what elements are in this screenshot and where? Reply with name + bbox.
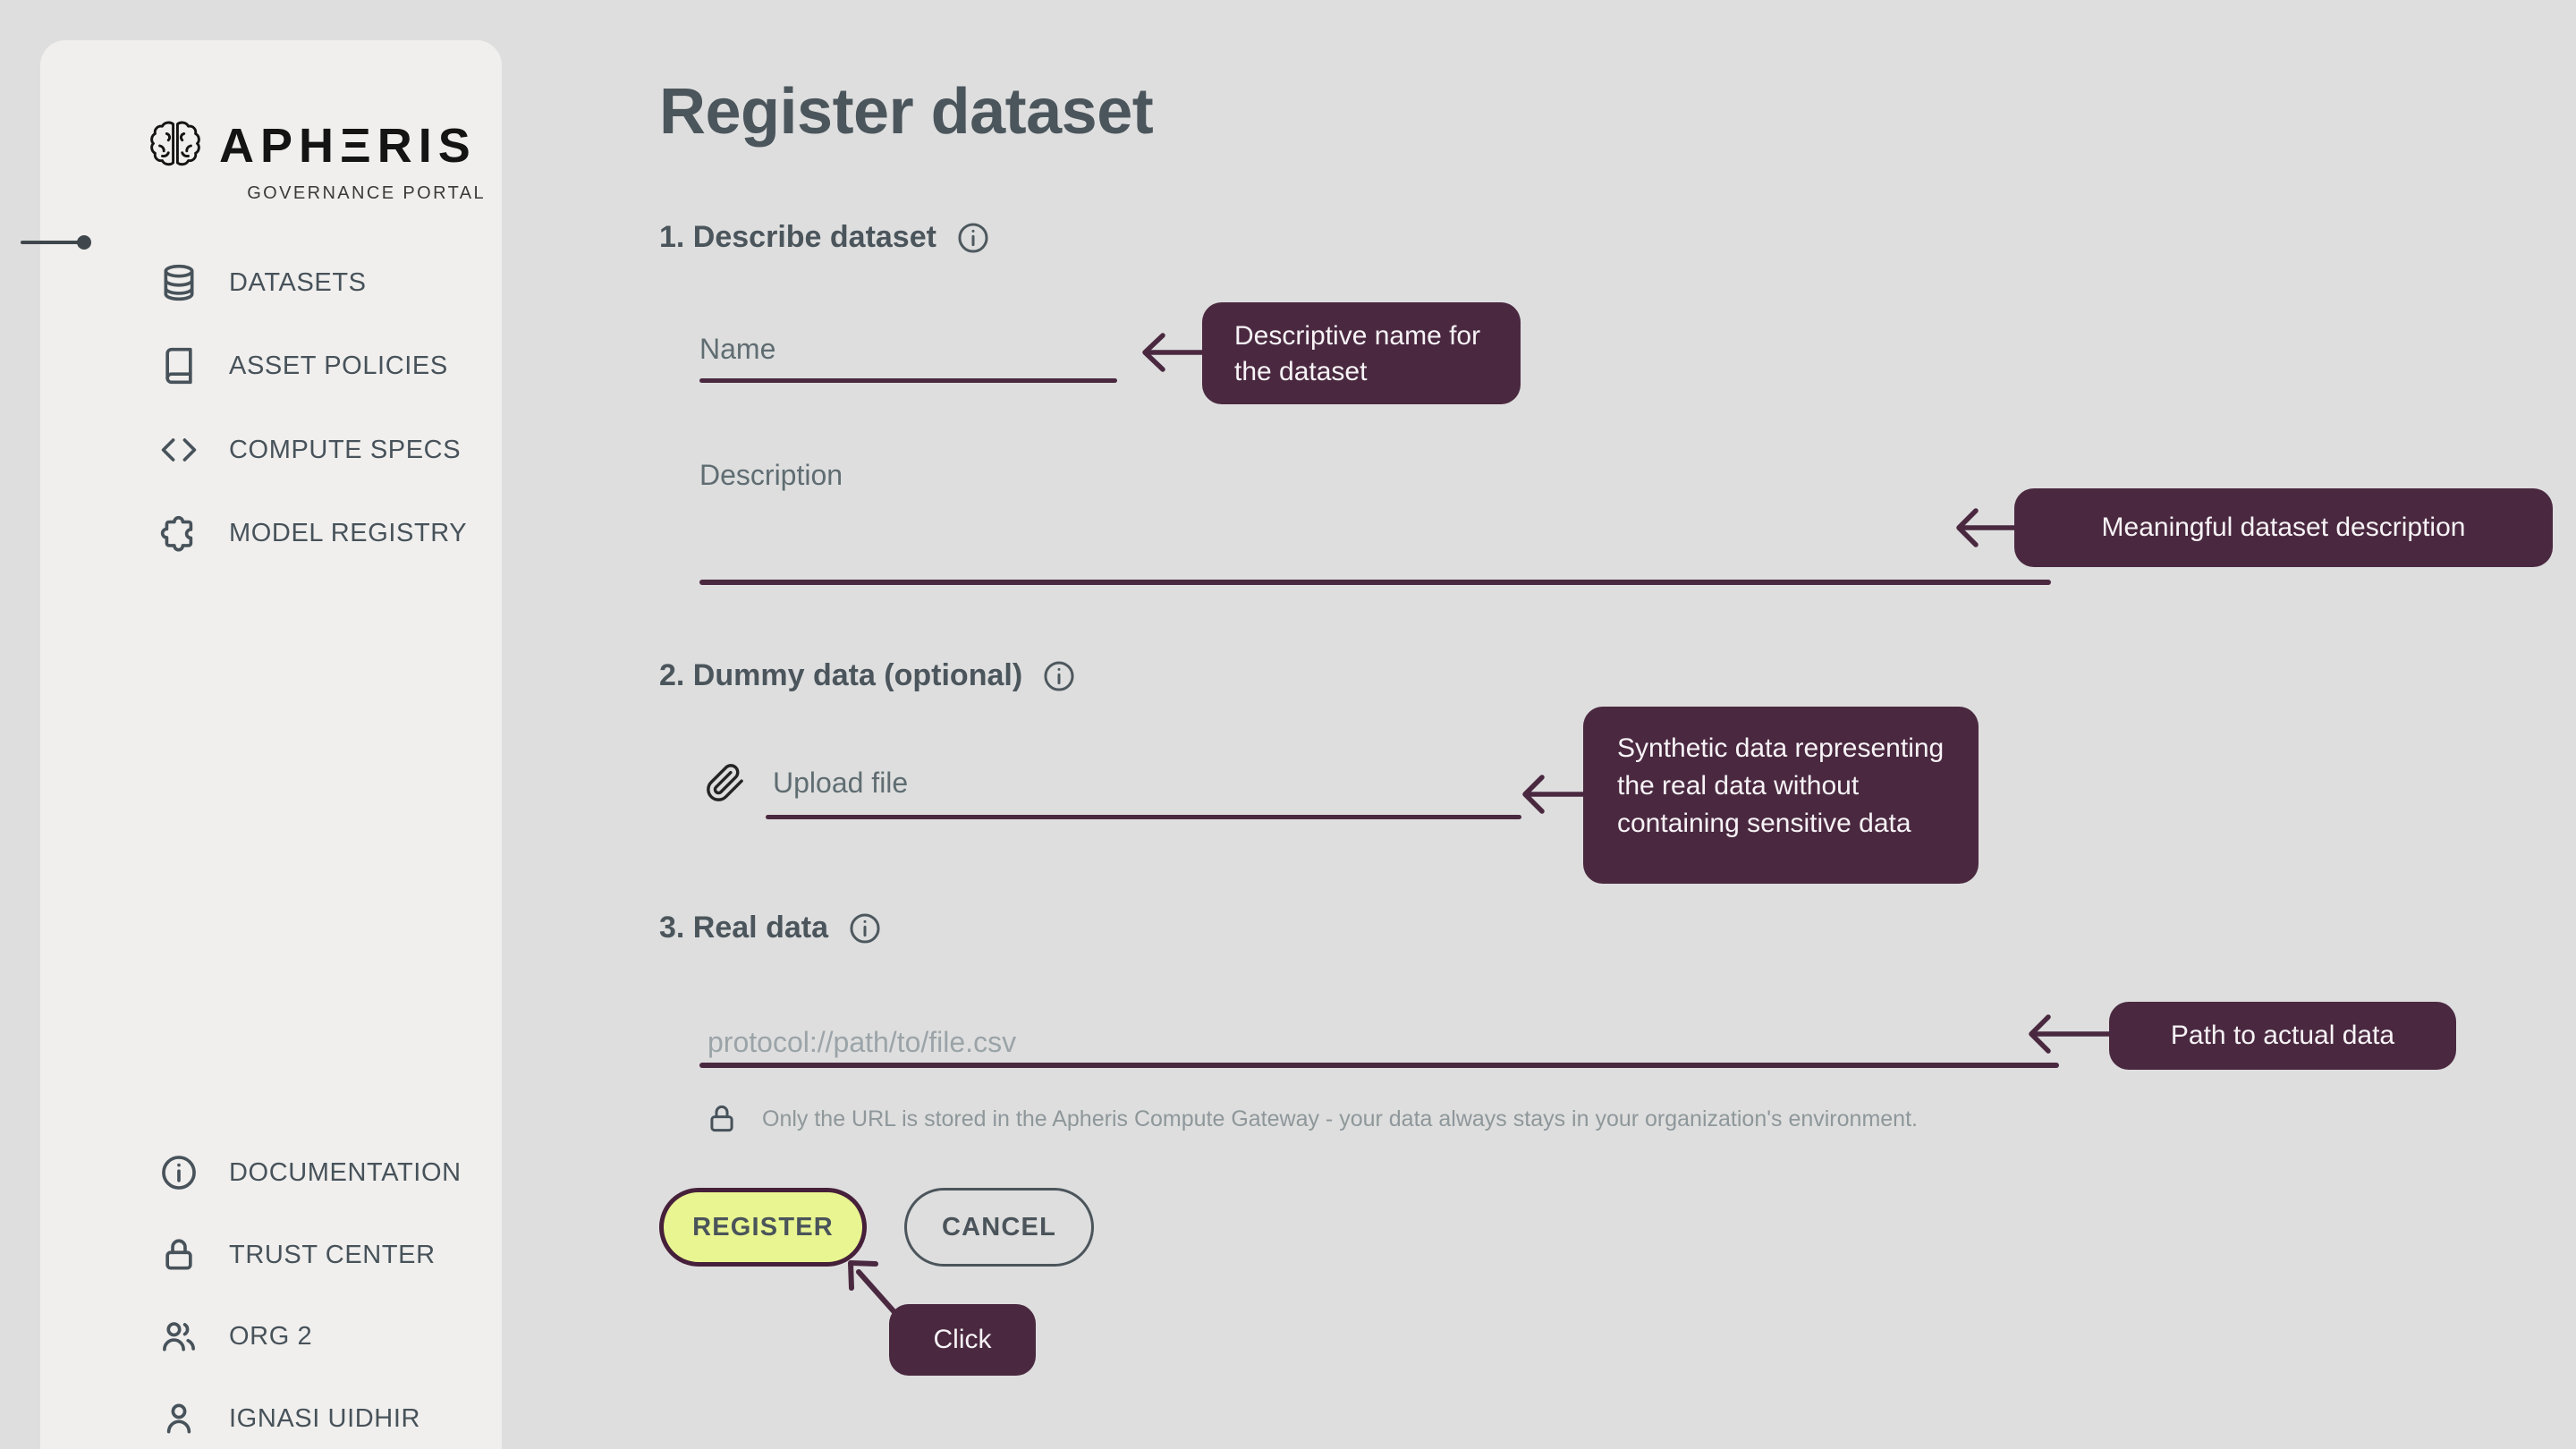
real-tooltip: Path to actual data (2109, 1002, 2456, 1070)
sidebar-item-label: IGNASI UIDHIR (229, 1403, 421, 1433)
sidebar-item-label: COMPUTE SPECS (229, 435, 462, 464)
cancel-button[interactable]: CANCEL (904, 1188, 1094, 1267)
section-real-data: 3. Real data (659, 911, 882, 945)
page-title: Register dataset (659, 76, 1154, 148)
sidebar-item-model-registry[interactable]: MODEL REGISTRY (159, 513, 467, 554)
info-icon[interactable] (956, 221, 990, 255)
sidebar-item-asset-policies[interactable]: ASSET POLICIES (159, 345, 448, 386)
upload-file-control[interactable]: Upload file (705, 762, 908, 803)
upload-file-label: Upload file (773, 766, 909, 799)
description-input[interactable] (699, 580, 2051, 585)
sidebar-item-label: DATASETS (229, 267, 367, 297)
info-icon[interactable] (848, 911, 882, 945)
sidebar-item-org-2[interactable]: ORG 2 (159, 1316, 312, 1357)
section-heading: 1. Describe dataset (659, 220, 936, 254)
name-tip-arrow (1142, 333, 1207, 372)
sidebar-item-label: MODEL REGISTRY (229, 518, 468, 547)
sidebar-item-documentation[interactable]: DOCUMENTATION (159, 1152, 462, 1193)
brand-logo: APHΞRIS (148, 117, 477, 174)
name-tooltip: Descriptive name for the dataset (1202, 302, 1521, 404)
sidebar: APHΞRIS GOVERNANCE PORTAL DATASETS ASSET… (40, 40, 502, 1449)
security-note-text: Only the URL is stored in the Apheris Co… (762, 1106, 1918, 1131)
dummy-tooltip: Synthetic data representing the real dat… (1583, 707, 1979, 884)
sidebar-item-datasets[interactable]: DATASETS (159, 262, 367, 303)
sidebar-item-label: TRUST CENTER (229, 1240, 436, 1269)
sidebar-item-user-ignasi-uidhir[interactable]: IGNASI UIDHIR (159, 1398, 420, 1439)
users-icon (163, 1322, 195, 1352)
user-icon (166, 1403, 191, 1434)
paperclip-icon (707, 764, 743, 801)
sidebar-item-label: ASSET POLICIES (229, 351, 448, 380)
sidebar-item-trust-center[interactable]: TRUST CENTER (159, 1234, 436, 1275)
description-field-label: Description (699, 459, 843, 491)
real-tip-arrow (2029, 1014, 2112, 1054)
lock-icon (165, 1239, 192, 1270)
lock-icon (710, 1105, 733, 1132)
section-heading: 3. Real data (659, 911, 828, 945)
puzzle-icon (160, 516, 193, 552)
section-heading: 2. Dummy data (optional) (659, 658, 1023, 692)
real-data-input[interactable] (699, 1063, 2059, 1068)
upload-file-underline (766, 815, 1521, 819)
section-dummy-data: 2. Dummy data (optional) (659, 658, 1076, 693)
description-tip-arrow (1956, 508, 2019, 547)
book-icon (165, 347, 192, 385)
sidebar-item-label: ORG 2 (229, 1321, 313, 1351)
brain-logo-icon (150, 121, 200, 166)
section-describe-dataset: 1. Describe dataset (659, 220, 990, 255)
database-icon (164, 264, 194, 301)
name-input[interactable] (699, 378, 1117, 383)
info-icon (162, 1156, 196, 1190)
name-field-label: Name (699, 333, 776, 365)
form-actions: REGISTER CANCEL (659, 1188, 1094, 1267)
sidebar-item-compute-specs[interactable]: COMPUTE SPECS (159, 429, 461, 470)
dummy-tip-arrow (1522, 775, 1588, 814)
sidebar-item-label: DOCUMENTATION (229, 1157, 462, 1187)
brand-title: APHΞRIS (219, 119, 477, 173)
real-data-placeholder: protocol://path/to/file.csv (708, 1026, 1017, 1058)
description-tooltip: Meaningful dataset description (2014, 488, 2553, 567)
code-icon (161, 438, 197, 462)
brand-tagline: GOVERNANCE PORTAL (247, 183, 486, 203)
register-button[interactable]: REGISTER (659, 1188, 867, 1267)
security-note: Only the URL is stored in the Apheris Co… (705, 1102, 1918, 1136)
click-tooltip: Click (889, 1304, 1036, 1376)
info-icon[interactable] (1042, 659, 1076, 693)
datasets-pointer-line (21, 235, 91, 250)
